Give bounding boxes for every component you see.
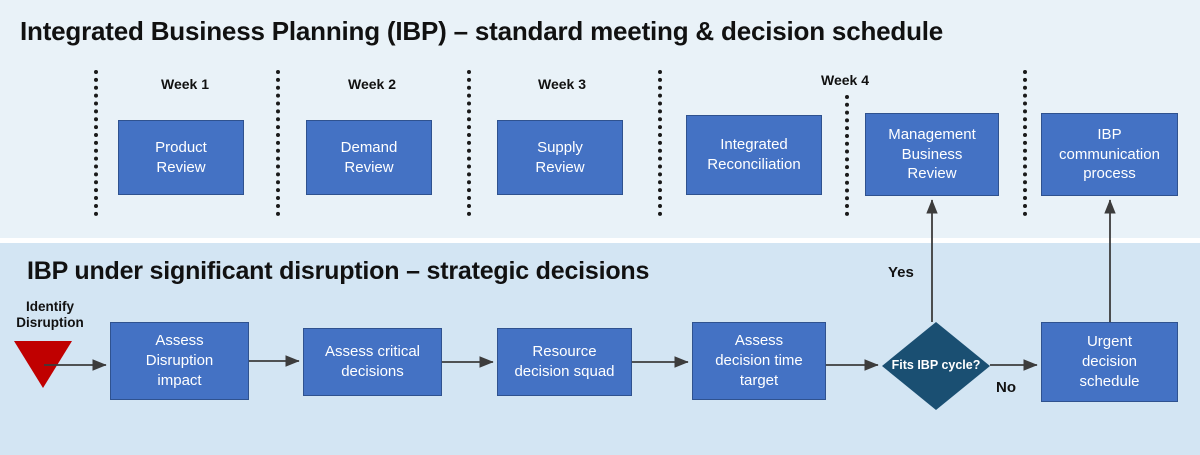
week-divider-5: [1023, 70, 1027, 216]
box-integrated-reconciliation-line2: Reconciliation: [707, 156, 801, 173]
box-supply-review-line2: Review: [535, 158, 585, 176]
week-label-3: Week 3: [538, 76, 586, 92]
decision-label-line1: Fits IBP: [891, 358, 938, 373]
disruption-section-title: IBP under significant disruption – strat…: [27, 257, 650, 285]
box-ibp-communication-process-line1: IBP: [1097, 125, 1122, 143]
box-management-business-review[interactable]: Management Business Review: [865, 113, 999, 196]
box-ibp-communication-process[interactable]: IBP communication process: [1041, 113, 1178, 196]
week-label-1: Week 1: [161, 76, 209, 92]
identify-disruption-line2: Disruption: [16, 314, 84, 330]
decision-label: Fits IBP cycle?: [882, 322, 990, 410]
box-product-review-line1: Product: [155, 138, 207, 156]
box-urgent-decision-schedule-line1: Urgent: [1086, 333, 1132, 351]
week-divider-1: [94, 70, 98, 216]
box-product-review[interactable]: Product Review: [118, 120, 244, 195]
box-ibp-communication-process-line2: communication: [1059, 145, 1160, 163]
box-resource-decision-squad[interactable]: Resource decision squad: [497, 328, 632, 396]
box-assess-decision-time-target[interactable]: Assess decision time target: [692, 322, 826, 400]
box-supply-review[interactable]: Supply Review: [497, 120, 623, 195]
box-assess-decision-time-target-line1: Assess: [734, 332, 784, 350]
box-supply-review-line1: Supply: [537, 138, 583, 156]
box-product-review-line2: Review: [156, 158, 206, 176]
box-integrated-reconciliation[interactable]: Integrated Reconciliation: [686, 115, 822, 195]
box-ibp-communication-process-line3: process: [1083, 165, 1136, 183]
week-label-4: Week 4: [821, 72, 869, 88]
box-management-business-review-line2: Business: [901, 145, 963, 163]
week-label-2: Week 2: [348, 76, 396, 92]
box-assess-disruption-impact-line3: impact: [157, 371, 202, 389]
week-divider-3: [467, 70, 471, 216]
box-assess-disruption-impact-line1: Assess: [155, 332, 204, 350]
page-title: Integrated Business Planning (IBP) – sta…: [20, 16, 944, 46]
box-assess-decision-time-target-line3: target: [739, 371, 779, 389]
branch-label-yes: Yes: [888, 264, 914, 281]
box-urgent-decision-schedule[interactable]: Urgent decision schedule: [1041, 322, 1178, 402]
box-urgent-decision-schedule-line2: decision: [1081, 353, 1138, 371]
standard-schedule-section: [0, 0, 1200, 238]
box-management-business-review-line1: Management: [888, 125, 976, 143]
box-integrated-reconciliation-line1: Integrated: [720, 136, 788, 154]
box-assess-critical-decisions-line2: decisions: [341, 363, 404, 380]
identify-disruption-line1: Identify: [25, 299, 74, 314]
box-resource-decision-squad-line1: Resource: [532, 343, 597, 361]
box-urgent-decision-schedule-line3: schedule: [1079, 372, 1140, 390]
identify-disruption-label: Identify Disruption: [6, 299, 94, 331]
week-divider-2: [276, 70, 280, 216]
box-demand-review[interactable]: Demand Review: [306, 120, 432, 195]
box-assess-disruption-impact-line2: Disruption: [145, 352, 214, 370]
box-demand-review-line1: Demand: [340, 138, 398, 156]
disruption-trigger-icon: [14, 341, 72, 388]
box-demand-review-line2: Review: [344, 158, 394, 176]
box-management-business-review-line3: Review: [907, 165, 957, 183]
week4-sub-divider: [845, 95, 849, 216]
box-assess-disruption-impact[interactable]: Assess Disruption impact: [110, 322, 249, 400]
box-resource-decision-squad-line2: decision squad: [514, 363, 615, 380]
box-assess-decision-time-target-line2: decision time: [715, 352, 803, 370]
decision-label-line2: cycle?: [941, 358, 981, 373]
box-assess-critical-decisions-line1: Assess critical: [324, 343, 421, 361]
decision-fits-ibp-cycle[interactable]: Fits IBP cycle?: [882, 322, 990, 410]
branch-label-no: No: [996, 379, 1016, 396]
box-assess-critical-decisions[interactable]: Assess critical decisions: [303, 328, 442, 396]
week-divider-4: [658, 70, 662, 216]
